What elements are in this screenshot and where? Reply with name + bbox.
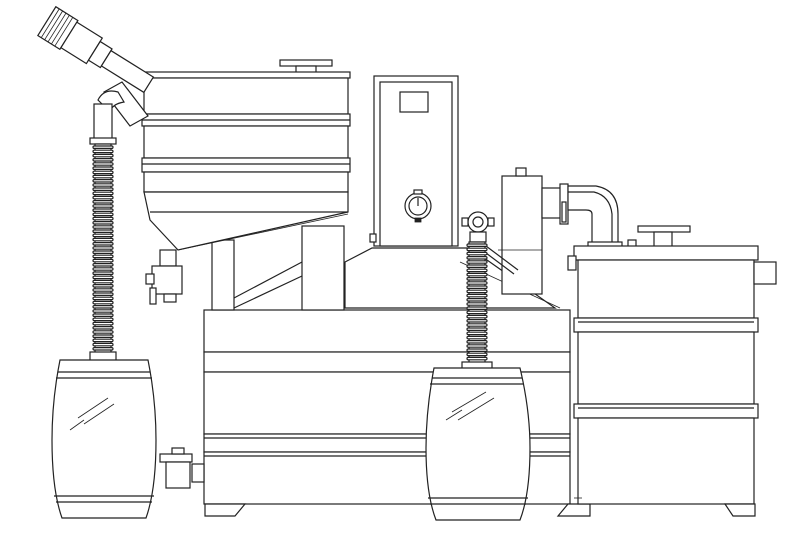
hose-ring (92, 258, 114, 263)
hose-ring (92, 153, 114, 158)
hose-ring (92, 305, 114, 309)
motor-icon (37, 5, 155, 94)
hose-ring (92, 225, 114, 229)
hose-ring (92, 292, 114, 297)
hose-ring (92, 162, 114, 166)
hose-ring (466, 298, 488, 302)
hose-ring (92, 326, 114, 330)
hose-ring (92, 288, 114, 292)
hose-ring (92, 183, 114, 187)
hose-ring (92, 279, 114, 284)
hose-ring (466, 335, 488, 340)
hose-ring (92, 296, 114, 301)
hose-ring (466, 281, 488, 285)
control-panel (369, 75, 459, 247)
hose-ring (466, 319, 488, 323)
hose-ring (92, 229, 114, 234)
hose-ring (466, 289, 488, 294)
hose-ring (466, 243, 488, 248)
drain-valve (159, 447, 205, 489)
hose-ring (466, 277, 488, 281)
hose-ring (466, 302, 488, 306)
hose-ring (466, 264, 488, 269)
hose-ring (466, 340, 488, 344)
hose-ring (466, 251, 488, 256)
hose-ring (466, 310, 488, 315)
hose-ring (466, 306, 488, 311)
center-barrel (425, 367, 531, 521)
hose-ring (92, 195, 114, 200)
bottom-valve-left (145, 249, 183, 305)
hose-ring (92, 309, 114, 313)
hose-ring (92, 317, 114, 322)
flexible-hose-left (89, 143, 117, 363)
hose-ring (466, 323, 488, 327)
hose-ring (92, 166, 114, 171)
hose-ring (92, 250, 114, 255)
hose-ring (92, 158, 114, 162)
hose-ring (466, 348, 488, 353)
hose-ring (92, 263, 114, 267)
hose-ring (92, 267, 114, 271)
hose-ring (92, 174, 114, 179)
hose-ring (466, 268, 488, 273)
hose-ring (92, 145, 114, 150)
hose-ring (466, 285, 488, 290)
hose-ring (92, 271, 114, 276)
hose-ring (466, 327, 488, 332)
hose-ring (92, 204, 114, 208)
hose-ring (92, 216, 114, 221)
hose-ring (92, 221, 114, 225)
hose-ring (92, 170, 114, 175)
hose-ring (92, 191, 114, 196)
right-tank (567, 225, 777, 517)
elbow-pipe (561, 185, 623, 249)
flexible-hose-center (461, 241, 493, 371)
hose-ring (92, 200, 114, 204)
hose-ring (92, 149, 114, 154)
hose-ring (92, 212, 114, 217)
hose-ring (466, 344, 488, 348)
pump-column (498, 167, 569, 295)
hose-ring (466, 256, 488, 260)
hose-ring (92, 347, 114, 351)
hose-ring (92, 233, 114, 238)
hose-ring (92, 208, 114, 213)
hose-ring (466, 260, 488, 264)
hose-ring (92, 275, 114, 280)
hose-ring (466, 247, 488, 252)
hose-ring (466, 331, 488, 336)
hose-ring (92, 284, 114, 288)
hose-ring (92, 300, 114, 305)
hose-ring (92, 187, 114, 192)
hose-ring (92, 338, 114, 343)
hose-ring (92, 237, 114, 242)
hose-ring (466, 352, 488, 357)
cone-discharge (143, 191, 349, 251)
hopper-vessel (141, 59, 351, 251)
hose-ring (92, 330, 114, 334)
hose-ring (92, 313, 114, 318)
pressure-gauge-icon (404, 189, 432, 223)
left-barrel (51, 359, 157, 519)
hose-ring (466, 356, 488, 361)
hose-ring (92, 321, 114, 326)
hose-ring (92, 342, 114, 347)
hose-ring (92, 254, 114, 259)
hose-ring (466, 272, 488, 277)
hose-ring (92, 179, 114, 183)
hose-ring (92, 242, 114, 246)
hose-ring (92, 334, 114, 339)
hopper-frame (211, 225, 345, 311)
hose-ring (466, 314, 488, 319)
feed-pipe-left (89, 81, 149, 145)
hose-ring (466, 293, 488, 298)
hose-ring (92, 246, 114, 250)
